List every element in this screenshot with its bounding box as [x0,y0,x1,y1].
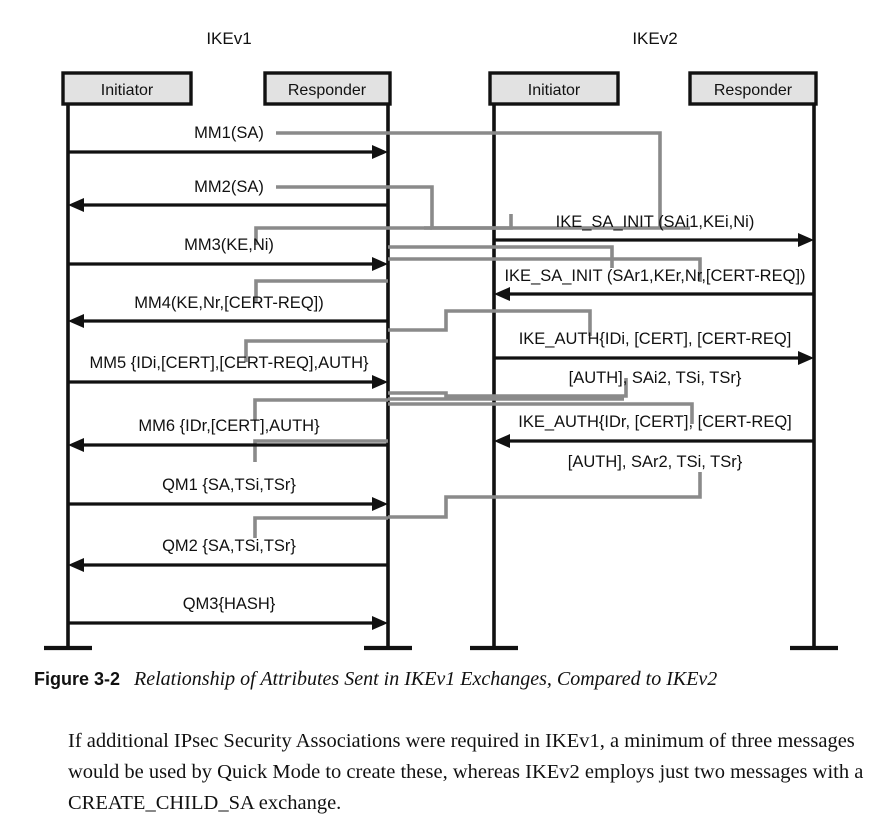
message-ikev2-sa-init-resp[interactable]: IKE_SA_INIT (SAr1,KEr,Nr,[CERT-REQ]) [494,267,814,301]
message-label-auth-resp-line2: [AUTH], SAr2, TSi, TSr} [568,453,743,471]
connector-mm4-to-auth-req [388,309,592,336]
sequence-diagram: IKEv1 IKEv2 Initiator Responder Initiato… [44,29,838,651]
connector-mm1-to-sa-init-req [276,131,662,228]
arrowhead-mm2 [68,198,84,212]
connector-qm2-hook [253,516,388,538]
connector-mm5-hook [244,339,388,362]
body-paragraph: If additional IPsec Security Association… [68,730,864,814]
arrowhead-mm5 [372,375,388,389]
message-label-mm5: MM5 {IDi,[CERT],[CERT-REQ],AUTH} [89,354,369,372]
arrowhead-auth-resp [494,434,510,448]
connector-mm3-to-sa-init-resp-b [388,257,702,282]
connector-mm2-to-sa-init-req [276,185,690,230]
message-label-mm1: MM1(SA) [194,124,264,142]
arrowhead-qm1 [372,497,388,511]
connector-qm1-to-auth-resp [388,472,702,519]
arrowhead-mm6 [68,438,84,452]
arrowhead-sa-init-resp [494,287,510,301]
connector-mm4-hook [254,279,388,303]
message-ikev1-mm6[interactable]: MM6 {IDr,[CERT],AUTH} [68,417,388,452]
body-text-block: If additional IPsec Security Association… [68,726,868,819]
figure-caption: Figure 3-2 Relationship of Attributes Sen… [34,668,864,691]
participant-box-ikev2-initiator[interactable] [488,71,620,106]
message-ikev1-mm2[interactable]: MM2(SA) [68,178,388,212]
message-label-qm1: QM1 {SA,TSi,TSr} [162,476,296,494]
message-label-qm2: QM2 {SA,TSi,TSr} [162,537,296,555]
message-label-sa-init-resp: IKE_SA_INIT (SAr1,KEr,Nr,[CERT-REQ]) [504,267,805,285]
connector-qm1-hook [253,439,388,462]
message-ikev1-mm1[interactable]: MM1(SA) [68,124,388,159]
message-label-mm3: MM3(KE,Ni) [184,236,274,254]
message-label-qm3: QM3{HASH} [183,595,276,613]
message-ikev1-mm3[interactable]: MM3(KE,Ni) [68,236,388,271]
message-label-auth-req-line1: IKE_AUTH{IDi, [CERT], [CERT-REQ] [519,330,792,348]
arrowhead-qm3 [372,616,388,630]
arrowhead-mm3 [372,257,388,271]
participant-box-ikev2-responder[interactable] [688,71,818,106]
message-ikev1-mm5[interactable]: MM5 {IDi,[CERT],[CERT-REQ],AUTH} [68,354,388,389]
message-ikev1-mm4[interactable]: MM4(KE,Nr,[CERT-REQ]) [68,294,388,328]
participant-label-ikev1-responder: Responder [288,82,367,99]
connector-sa-init-req-entry [424,214,513,230]
message-ikev1-qm2[interactable]: QM2 {SA,TSi,TSr} [68,537,388,572]
message-label-auth-req-line2: [AUTH], SAi2, TSi, TSr} [569,369,742,387]
message-ikev2-auth-resp[interactable]: IKE_AUTH{IDr, [CERT], [CERT-REQ] [AUTH],… [494,413,814,471]
group-title-ikev1: IKEv1 [206,29,251,48]
message-label-sa-init-req: IKE_SA_INIT (SAi1,KEi,Ni) [556,213,755,231]
arrowhead-mm1 [372,145,388,159]
participant-label-ikev2-initiator: Initiator [528,82,581,99]
connector-mm6-hook [253,398,388,420]
connector-mm3-to-sa-init-resp [388,245,614,268]
participant-box-ikev1-responder[interactable] [263,71,392,106]
connector-mm5-to-auth-req [388,378,628,398]
arrowhead-qm2 [68,558,84,572]
connector-group [244,131,702,538]
message-label-auth-resp-line1: IKE_AUTH{IDr, [CERT], [CERT-REQ] [518,413,792,431]
message-ikev2-sa-init-req[interactable]: IKE_SA_INIT (SAi1,KEi,Ni) [494,213,814,247]
message-ikev1-qm1[interactable]: QM1 {SA,TSi,TSr} [68,476,388,511]
participant-label-ikev2-responder: Responder [714,82,793,99]
participant-label-ikev1-initiator: Initiator [101,82,154,99]
arrowhead-auth-req [798,351,814,365]
connector-mm3-hook [254,226,432,245]
arrowhead-sa-init-req [798,233,814,247]
figure-number: Figure 3-2 [34,669,121,689]
message-label-mm6: MM6 {IDr,[CERT],AUTH} [138,417,320,435]
arrowhead-mm4 [68,314,84,328]
message-ikev1-qm3[interactable]: QM3{HASH} [68,595,388,630]
group-title-ikev2: IKEv2 [632,29,677,48]
message-ikev2-auth-req[interactable]: IKE_AUTH{IDi, [CERT], [CERT-REQ] [AUTH],… [494,330,814,387]
participant-box-ikev1-initiator[interactable] [61,71,193,106]
message-label-mm2: MM2(SA) [194,178,264,196]
connector-mm6-to-auth-resp [388,402,694,424]
message-label-mm4: MM4(KE,Nr,[CERT-REQ]) [134,294,323,312]
figure-caption-text: Relationship of Attributes Sent in IKEv1… [134,668,718,690]
